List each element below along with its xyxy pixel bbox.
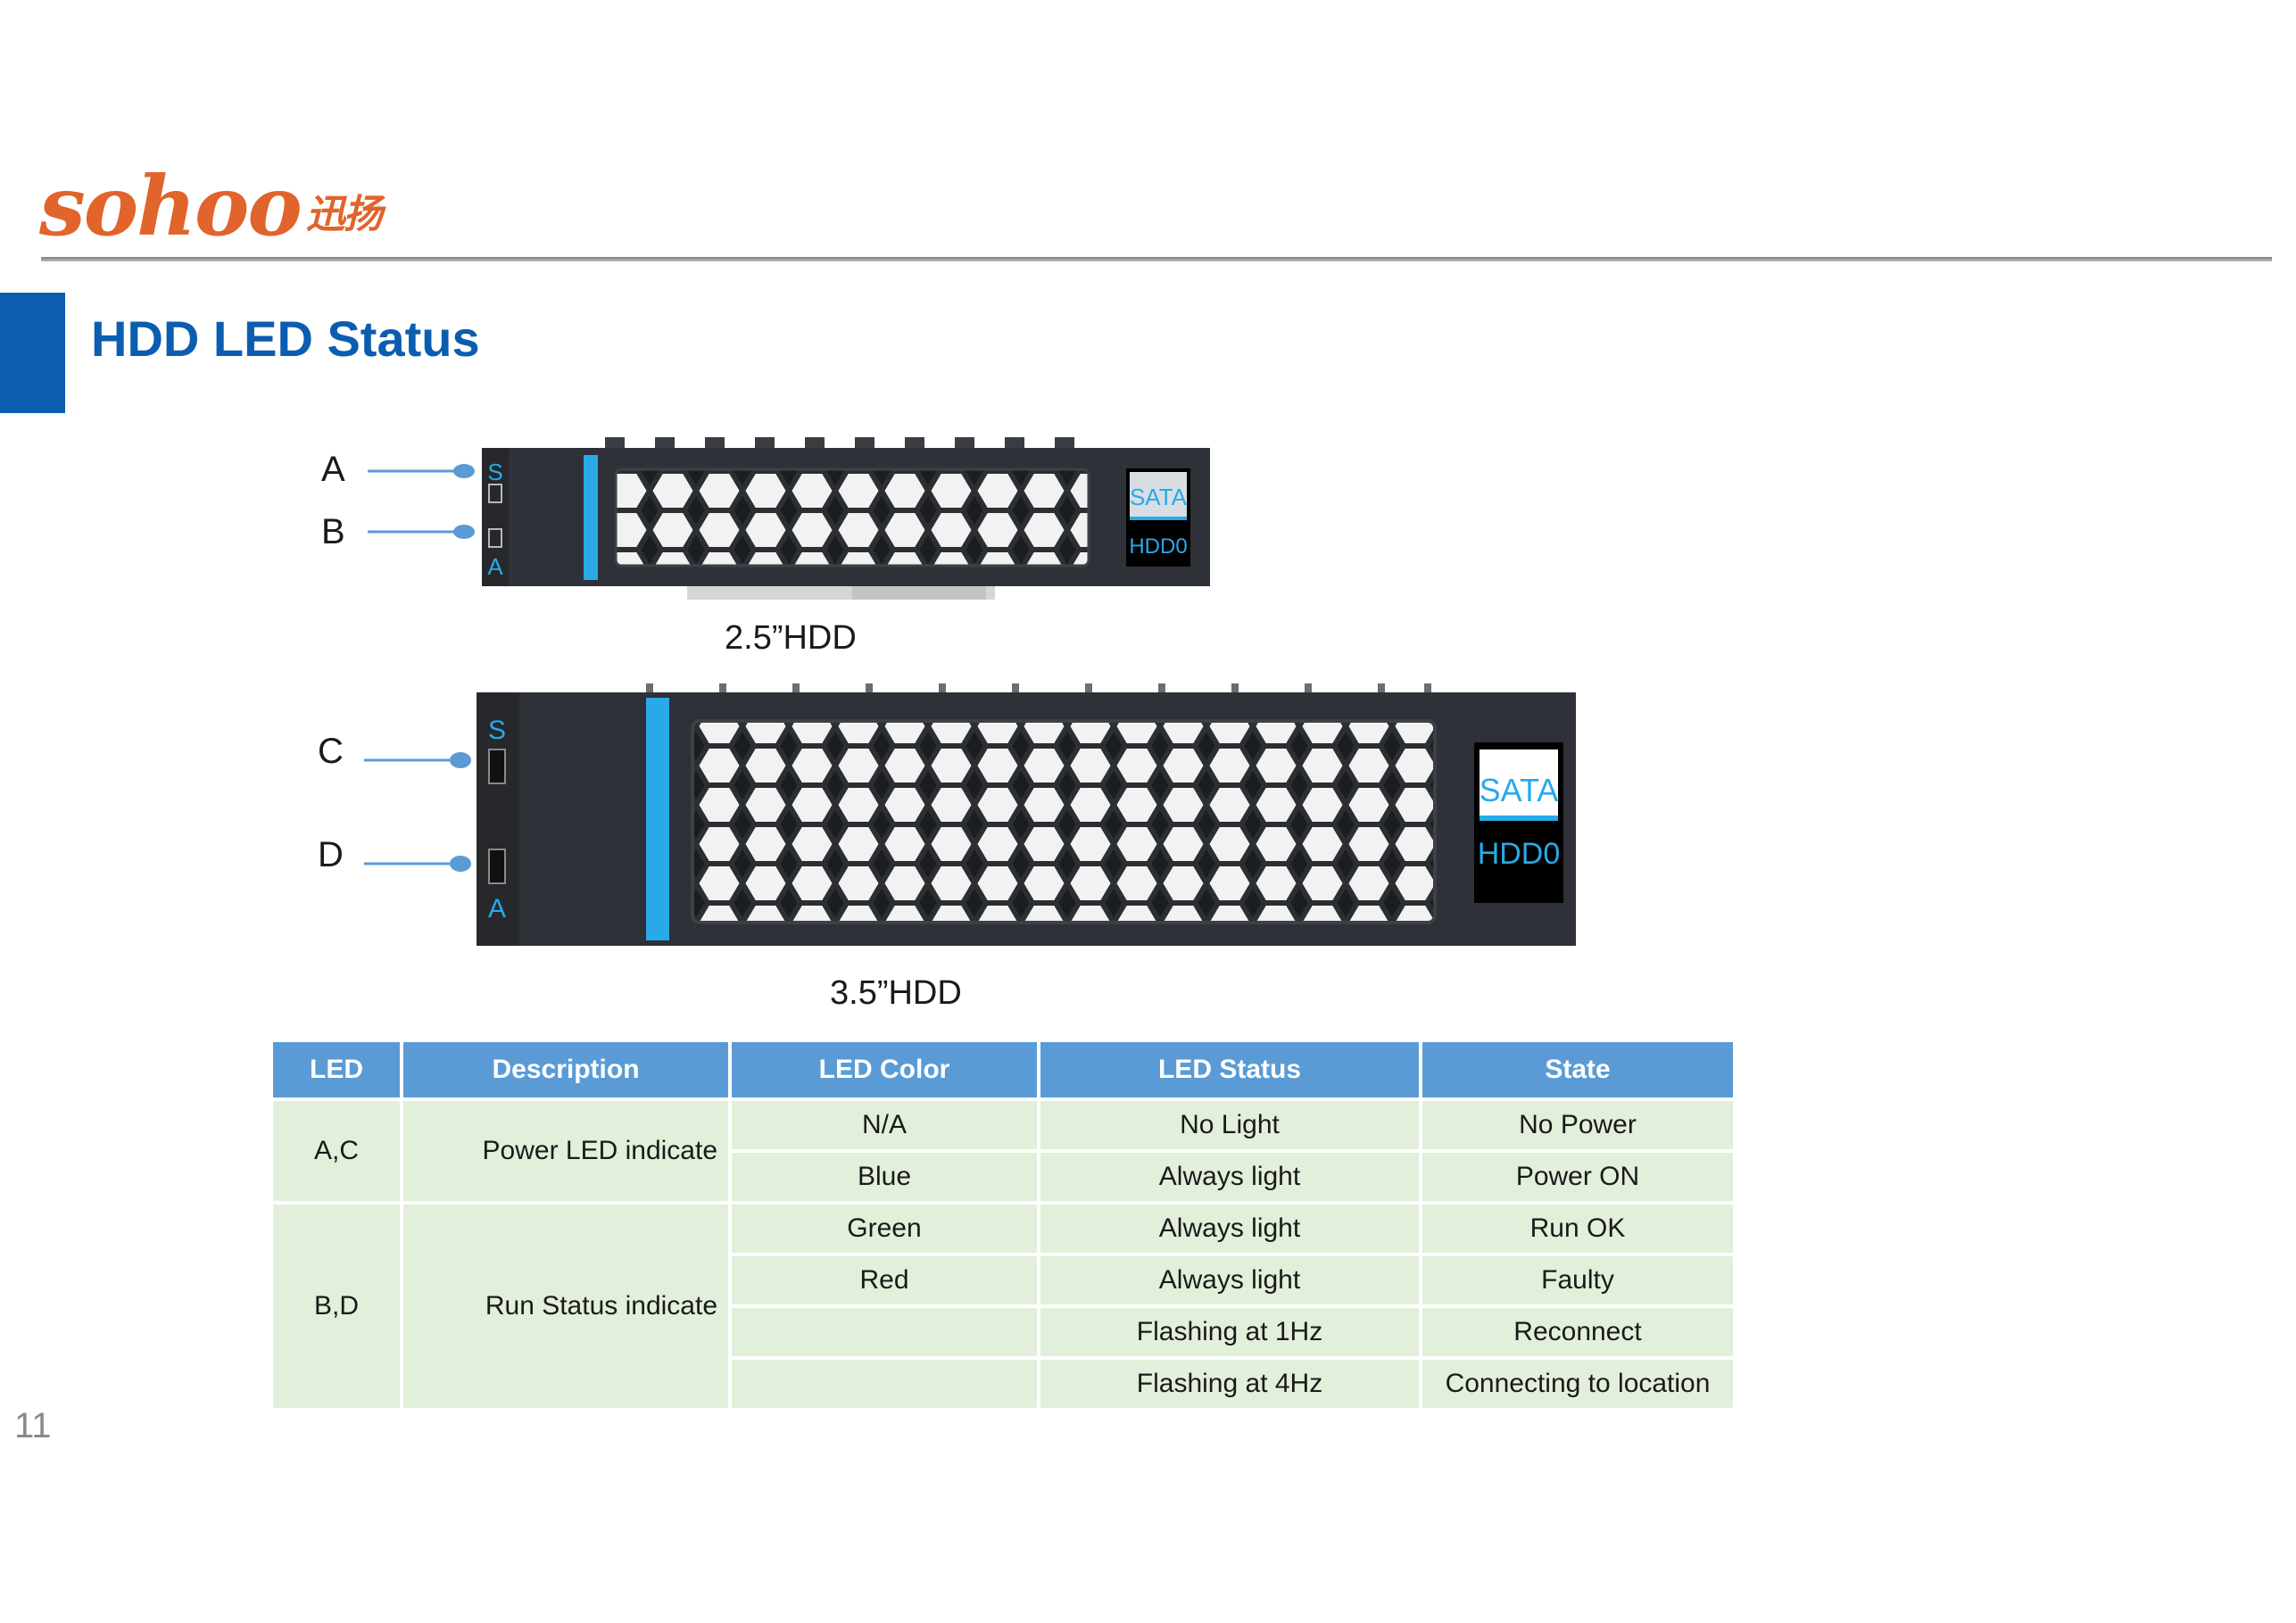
- cell-led-status: Always light: [1040, 1205, 1419, 1253]
- tray-small-side-a: A: [487, 553, 503, 580]
- table-row: Flashing at 4Hz Connecting to location: [273, 1360, 1733, 1408]
- tray-large-side-a: A: [488, 894, 506, 923]
- hdd-caption-2-5: 2.5”HDD: [725, 619, 857, 657]
- hdd-tray-2-5: S A SATA HDD0: [368, 437, 1210, 600]
- page-title: HDD LED Status: [91, 311, 480, 367]
- tray-small-badge-hdd: HDD0: [1129, 534, 1187, 559]
- cell-state: Run OK: [1422, 1205, 1733, 1253]
- cell-led-color: Blue: [732, 1153, 1037, 1201]
- table-row: Flashing at 1Hz Reconnect: [273, 1308, 1733, 1356]
- cell-led-status: No Light: [1040, 1101, 1419, 1149]
- header-led-color: LED Color: [732, 1042, 1037, 1097]
- cell-led-status: Always light: [1040, 1153, 1419, 1201]
- cell-led-color: [732, 1308, 1037, 1356]
- cell-led-status: Flashing at 4Hz: [1040, 1360, 1419, 1408]
- cell-led-color: Green: [732, 1205, 1037, 1253]
- cell-led-status: Always light: [1040, 1256, 1419, 1304]
- cell-led-color: [732, 1360, 1037, 1408]
- cell-led-group: A,C: [273, 1101, 400, 1201]
- cell-description: Power LED indicate: [403, 1101, 728, 1201]
- cell-led-color: N/A: [732, 1101, 1037, 1149]
- cell-description: Run Status indicate: [403, 1205, 728, 1408]
- tray-large-badge-sata: SATA: [1480, 772, 1559, 808]
- title-accent-bar: [0, 293, 65, 413]
- header-led-status: LED Status: [1040, 1042, 1419, 1097]
- logo-text: sohoo: [39, 158, 303, 254]
- table-header-row: LED Description LED Color LED Status Sta…: [273, 1042, 1733, 1097]
- logo-cn-text: 迅扬: [305, 192, 383, 237]
- header-led: LED: [273, 1042, 400, 1097]
- table-row: A,C Power LED indicate N/A No Light No P…: [273, 1101, 1733, 1201]
- led-label-d: D: [318, 835, 344, 874]
- table-row: B,D Run Status indicate Green Always lig…: [273, 1205, 1733, 1408]
- header-divider: [41, 257, 2272, 261]
- tray-large-side-s: S: [488, 716, 506, 745]
- led-label-c: C: [318, 732, 344, 771]
- cell-led-status: Flashing at 1Hz: [1040, 1308, 1419, 1356]
- hdd-caption-3-5: 3.5”HDD: [830, 974, 962, 1012]
- tray-small-badge-sata: SATA: [1130, 484, 1188, 510]
- table-row: Red Always light Faulty: [273, 1256, 1733, 1304]
- cell-led-group: B,D: [273, 1205, 400, 1408]
- cell-state: No Power: [1422, 1101, 1733, 1149]
- table-row: Blue Always light Power ON: [273, 1153, 1733, 1201]
- cell-state: Reconnect: [1422, 1308, 1733, 1356]
- cell-state: Connecting to location: [1422, 1360, 1733, 1408]
- header-description: Description: [403, 1042, 728, 1097]
- header-state: State: [1422, 1042, 1733, 1097]
- tray-small-side-s: S: [487, 459, 502, 485]
- tray-large-badge-hdd: HDD0: [1478, 837, 1561, 871]
- cell-led-color: Red: [732, 1256, 1037, 1304]
- cell-state: Power ON: [1422, 1153, 1733, 1201]
- led-label-b: B: [321, 512, 345, 551]
- cell-state: Faulty: [1422, 1256, 1733, 1304]
- hdd-tray-3-5: S A SATA HDD0: [364, 683, 1576, 946]
- led-label-a: A: [321, 450, 345, 489]
- page-number: 11: [14, 1406, 52, 1445]
- led-status-table: LED Description LED Color LED Status Sta…: [269, 1039, 1737, 1412]
